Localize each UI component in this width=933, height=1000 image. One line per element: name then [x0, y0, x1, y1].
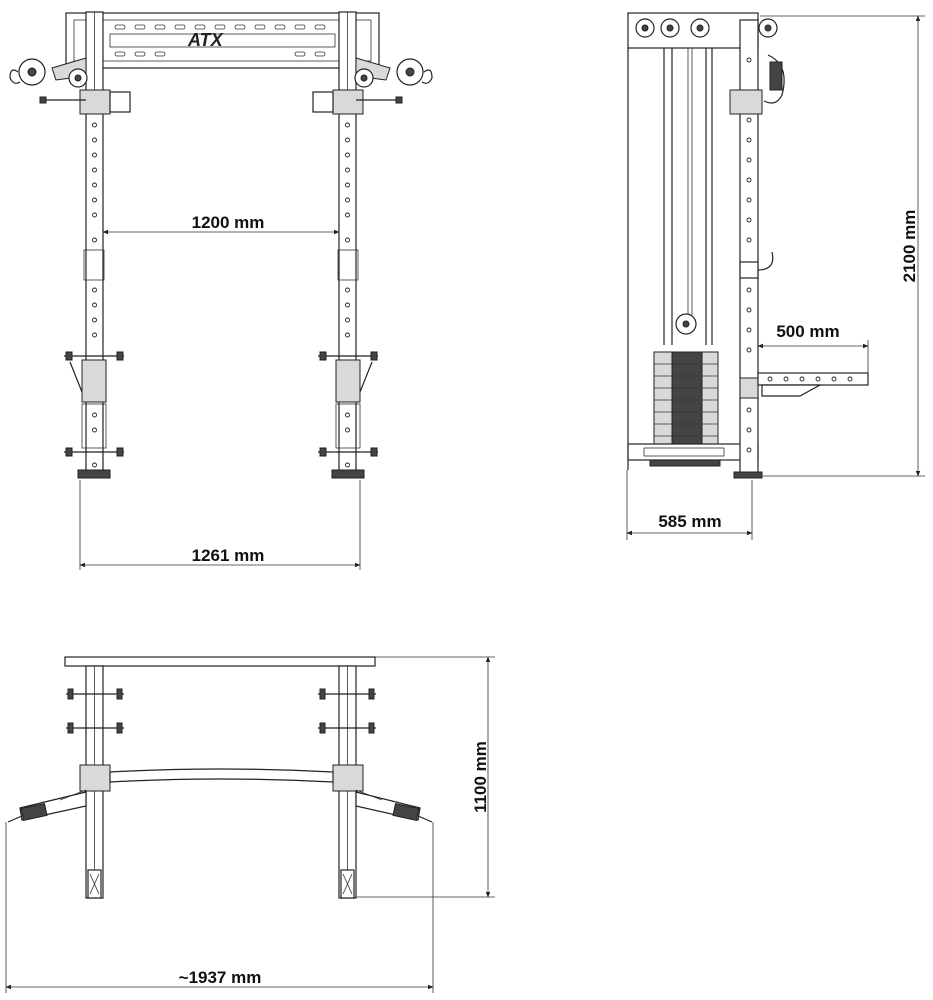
dim-top-depth-label: 1100 mm: [471, 741, 490, 813]
front-view: ATX: [9, 11, 433, 570]
left-pulley-arm: [9, 57, 88, 104]
right-column: [318, 665, 376, 899]
right-swing-arm: [355, 789, 433, 823]
upright-holes: [92, 122, 350, 468]
brand-logo: ATX: [187, 30, 224, 50]
left-column: [66, 665, 124, 899]
dim-outer-width-label: 1261 mm: [192, 546, 265, 565]
top-view: 1100 mm ~1937 mm: [5, 656, 495, 993]
top-crossbar: [65, 12, 380, 69]
top-plate: [64, 656, 376, 667]
dim-top-width-label: ~1937 mm: [179, 968, 262, 987]
side-upright: [739, 19, 759, 476]
right-upright: [312, 11, 378, 479]
left-upright: [64, 11, 131, 479]
dim-depth-label: 585 mm: [658, 512, 721, 531]
dim-inner-width-label: 1200 mm: [192, 213, 265, 232]
dim-height-label: 2100 mm: [900, 210, 919, 283]
left-swing-arm: [7, 789, 87, 823]
side-view: 2100 mm 500 mm 585 mm: [626, 12, 925, 540]
right-pulley-arm: [354, 57, 433, 104]
dim-arm-label: 500 mm: [776, 322, 839, 341]
pullup-bar: [109, 768, 334, 783]
